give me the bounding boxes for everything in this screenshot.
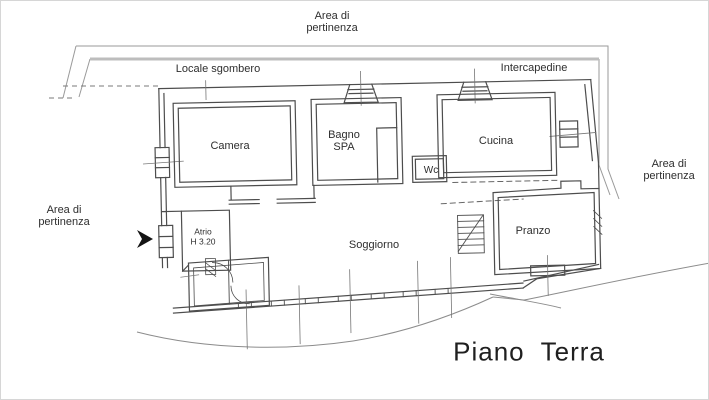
room-cucina-walls bbox=[436, 91, 558, 179]
label-room-bagno-spa: Bagno SPA bbox=[328, 129, 360, 153]
wall-north bbox=[158, 78, 592, 90]
label-room-wc: Wc bbox=[423, 165, 439, 176]
door-hatch-annex bbox=[204, 258, 217, 277]
terrain-left-curve bbox=[136, 296, 494, 348]
wall-south bbox=[172, 255, 602, 350]
annex-walls bbox=[180, 256, 270, 312]
label-locale-sgombero: Locale sgombero bbox=[175, 63, 261, 75]
label-area-top: Area di pertinenza bbox=[306, 10, 358, 34]
window-west-lower bbox=[158, 224, 174, 259]
axis-ticks bbox=[245, 255, 549, 350]
room-wc-walls bbox=[411, 155, 448, 183]
window-west-upper bbox=[142, 146, 184, 179]
label-intercapedine: Intercapedine bbox=[500, 62, 568, 74]
label-room-soggiorno: Soggiorno bbox=[348, 239, 400, 251]
room-bagno-walls bbox=[310, 96, 404, 187]
wall-west bbox=[158, 88, 182, 269]
dashed-corridor bbox=[440, 179, 558, 205]
terrain-bank-segment bbox=[489, 293, 562, 309]
chimney-icon bbox=[457, 68, 493, 104]
staircase-icon bbox=[457, 214, 485, 254]
label-room-cucina: Cucina bbox=[478, 135, 514, 147]
entrance-arrow-icon bbox=[137, 230, 153, 248]
label-room-pranzo: Pranzo bbox=[515, 225, 551, 237]
terrain-lines bbox=[136, 262, 708, 348]
label-room-camera: Camera bbox=[210, 140, 250, 152]
door-arc bbox=[230, 285, 250, 305]
room-camera-walls bbox=[172, 100, 298, 188]
boundary-inner-right bbox=[78, 58, 611, 196]
building bbox=[142, 68, 603, 350]
boundary-outer bbox=[62, 45, 620, 200]
room-atrio-walls bbox=[180, 209, 232, 273]
plan-title: Piano Terra bbox=[453, 336, 605, 367]
door-hatch-east bbox=[592, 209, 603, 235]
label-room-atrio: Atrio H 3.20 bbox=[190, 226, 216, 246]
window-east bbox=[549, 120, 597, 148]
terrain-right-line bbox=[492, 262, 708, 301]
label-area-left: Area di pertinenza bbox=[38, 204, 90, 228]
boundary-dashed-left bbox=[49, 85, 159, 99]
wall-east bbox=[584, 78, 600, 190]
chimney-icon bbox=[343, 70, 379, 106]
label-area-right: Area di pertinenza bbox=[643, 158, 695, 182]
wall-soggiorno-north bbox=[228, 184, 316, 205]
